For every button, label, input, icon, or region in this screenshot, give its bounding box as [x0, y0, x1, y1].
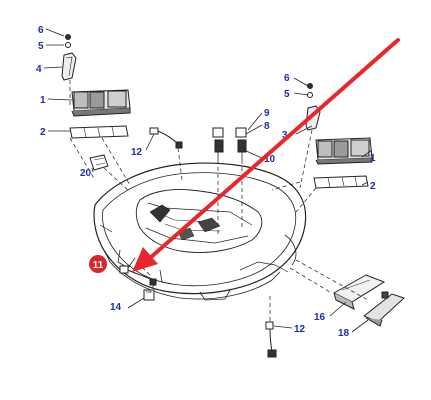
- bracket-20: [89, 154, 109, 171]
- left-gasket: [69, 125, 129, 139]
- callout-labels: 6 5 4 1 2 12 20 9 8 10 6 5 3 1 2 14 12 1…: [36, 25, 376, 339]
- callout-10: 10: [264, 154, 276, 165]
- callout-12-top: 12: [131, 147, 143, 158]
- left-vent-unit: [71, 89, 131, 117]
- callout-2-left: 2: [40, 127, 46, 138]
- right-gasket: [313, 175, 369, 189]
- callout-1-left: 1: [40, 95, 46, 106]
- switch-pair: [212, 127, 247, 160]
- callout-20: 20: [80, 168, 92, 179]
- roof-shell: [93, 162, 307, 301]
- callout-2-right: 2: [370, 181, 376, 192]
- callout-12-bottom: 12: [294, 324, 306, 335]
- left-bolt-stack: [61, 34, 77, 81]
- callout-11: 11: [93, 260, 104, 271]
- callout-1-right: 1: [370, 153, 376, 164]
- highlight-callout-11: 11: [89, 255, 107, 273]
- callout-5-right: 5: [284, 89, 290, 100]
- callout-16: 16: [314, 312, 326, 323]
- callout-4: 4: [36, 64, 42, 75]
- sensor-11: [119, 265, 157, 286]
- callout-9: 9: [264, 108, 270, 119]
- callout-8: 8: [264, 121, 270, 132]
- panel-16: [332, 274, 386, 310]
- callout-14: 14: [110, 302, 122, 313]
- cable-top: [149, 127, 183, 149]
- callout-6-right: 6: [284, 73, 290, 84]
- callout-6-left: 6: [38, 25, 44, 36]
- red-pointer-arrow: [132, 38, 400, 272]
- assembly-lines: [69, 80, 369, 322]
- clip-14: [143, 289, 155, 301]
- callout-leaders: [43, 28, 373, 333]
- callout-3: 3: [282, 130, 288, 141]
- right-vent-unit: [315, 137, 373, 165]
- callout-5-left: 5: [38, 41, 44, 52]
- callout-18: 18: [338, 328, 350, 339]
- cable-bottom: [265, 321, 277, 358]
- panel-18: [363, 291, 405, 327]
- right-bolt-stack: [305, 83, 321, 131]
